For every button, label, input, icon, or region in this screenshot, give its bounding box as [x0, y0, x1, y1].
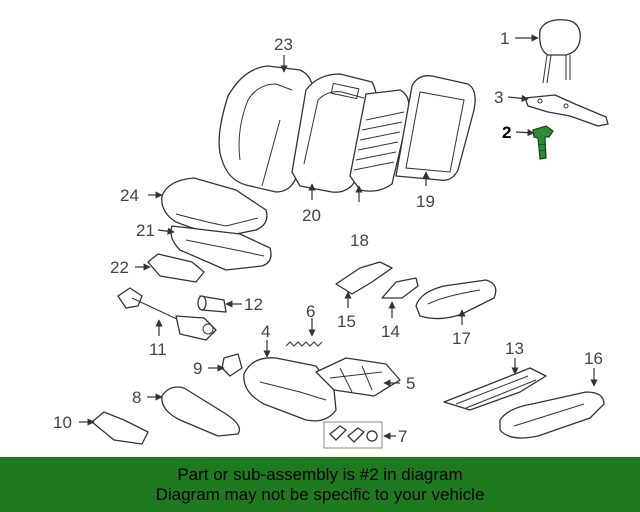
- part-24-seat-cushion[interactable]: [161, 177, 268, 237]
- part-10-trim-cover[interactable]: [91, 411, 149, 445]
- callout-9[interactable]: 9: [193, 359, 202, 378]
- part-16-outer-trim[interactable]: [499, 391, 605, 439]
- leader-lines: [79, 34, 598, 440]
- part-2-guide-sleeve[interactable]: [532, 125, 554, 160]
- part-1-headrest[interactable]: [539, 19, 581, 84]
- part-4-seat-frame[interactable]: [243, 357, 337, 422]
- callout-3[interactable]: 3: [494, 88, 503, 107]
- callout-11[interactable]: 11: [149, 340, 167, 359]
- callout-23[interactable]: 23: [274, 35, 293, 54]
- banner-line-2: Diagram may not be specific to your vehi…: [155, 484, 485, 504]
- callout-7[interactable]: 7: [398, 427, 407, 446]
- callout-8[interactable]: 8: [132, 388, 141, 407]
- callout-labels: 1 2 3 4 5 6 7 8 9 10 11 12 13 14 15 16 1…: [53, 29, 603, 446]
- callout-16[interactable]: 16: [584, 349, 603, 368]
- part-12-motor[interactable]: [197, 295, 227, 313]
- callout-18[interactable]: 18: [350, 231, 369, 250]
- part-13-seat-track[interactable]: [443, 367, 547, 411]
- seat-parts-diagram: 1 2 3 4 5 6 7 8 9 10 11 12 13 14 15 16 1…: [53, 19, 609, 449]
- callout-12[interactable]: 12: [244, 295, 263, 314]
- part-17-side-cover[interactable]: [415, 279, 497, 320]
- part-9-clip[interactable]: [221, 353, 243, 377]
- banner-line-1: Part or sub-assembly is #2 in diagram: [177, 464, 463, 484]
- part-21-cushion-pad[interactable]: [170, 225, 272, 271]
- part-14-bracket[interactable]: [381, 277, 419, 299]
- part-22-foam-pad[interactable]: [147, 253, 205, 283]
- callout-5[interactable]: 5: [406, 374, 415, 393]
- part-5-base-pan[interactable]: [315, 357, 401, 397]
- part-7-clip-set[interactable]: [323, 421, 383, 449]
- callout-20[interactable]: 20: [302, 206, 321, 225]
- part-3-guide-bracket[interactable]: [524, 94, 609, 127]
- part-6-spring[interactable]: [285, 341, 323, 347]
- callout-4[interactable]: 4: [261, 322, 270, 341]
- callout-13[interactable]: 13: [505, 339, 524, 358]
- callout-17[interactable]: 17: [452, 329, 471, 348]
- backrest-spring-panel: [349, 89, 410, 192]
- callout-21[interactable]: 21: [136, 221, 155, 240]
- part-info-banner: Part or sub-assembly is #2 in diagram Di…: [0, 457, 640, 512]
- callout-1[interactable]: 1: [500, 29, 509, 48]
- callout-6[interactable]: 6: [306, 302, 315, 321]
- callout-22[interactable]: 22: [110, 258, 129, 277]
- part-19-rear-panel[interactable]: [395, 75, 476, 181]
- callout-10[interactable]: 10: [53, 413, 72, 432]
- callout-19[interactable]: 19: [416, 192, 435, 211]
- callout-15[interactable]: 15: [337, 312, 356, 331]
- callout-24[interactable]: 24: [120, 186, 139, 205]
- part-8-side-trim[interactable]: [161, 386, 241, 437]
- callout-2[interactable]: 2: [502, 123, 511, 142]
- callout-14[interactable]: 14: [381, 322, 400, 341]
- part-15-bracket[interactable]: [335, 261, 393, 295]
- part-11-motor-cable[interactable]: [117, 287, 217, 341]
